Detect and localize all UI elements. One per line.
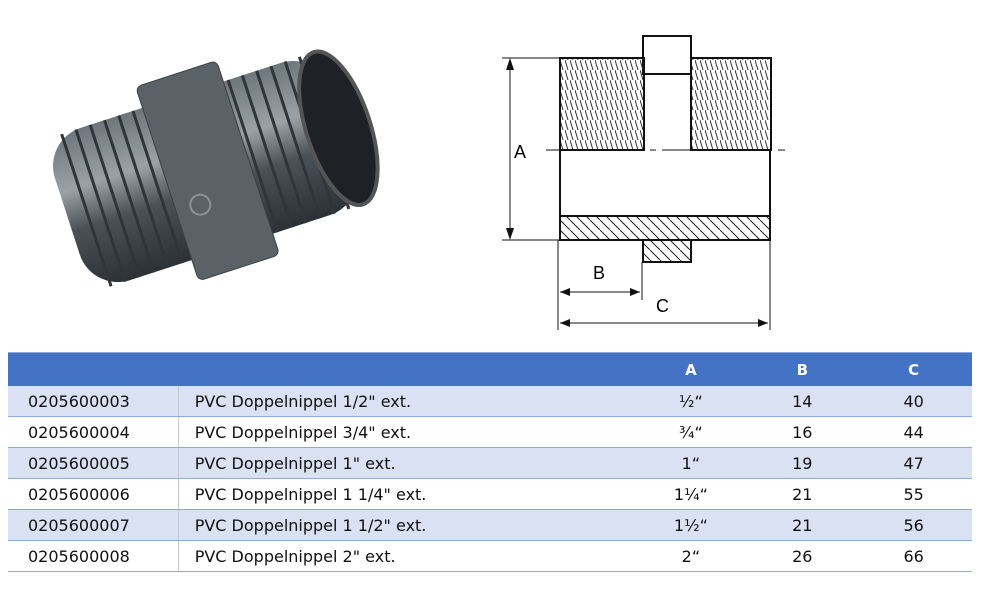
- cell-desc: PVC Doppelnippel 3/4" ext.: [178, 416, 633, 448]
- cell-c: 40: [855, 386, 972, 417]
- cell-a: 1“: [632, 447, 750, 479]
- cell-code: 0205600008: [8, 540, 179, 572]
- table-header-row: A B C: [8, 352, 972, 386]
- cell-code: 0205600003: [8, 386, 179, 417]
- cell-code: 0205600006: [8, 478, 179, 510]
- cell-desc: PVC Doppelnippel 1 1/2" ext.: [178, 509, 633, 541]
- dimension-label-a: A: [514, 142, 526, 162]
- cell-c: 56: [855, 509, 972, 541]
- cell-b: 19: [749, 447, 856, 479]
- cell-code: 0205600005: [8, 447, 179, 479]
- cell-code: 0205600004: [8, 416, 179, 448]
- cell-desc: PVC Doppelnippel 1 1/4" ext.: [178, 478, 633, 510]
- cell-b: 21: [749, 509, 856, 541]
- cell-c: 55: [855, 478, 972, 510]
- header-code: [8, 352, 179, 386]
- product-photo: [53, 49, 380, 287]
- cell-desc: PVC Doppelnippel 1/2" ext.: [178, 386, 633, 417]
- cell-b: 14: [749, 386, 856, 417]
- cell-c: 47: [855, 447, 972, 479]
- header-c: C: [855, 352, 972, 386]
- cell-a: 2“: [632, 540, 750, 572]
- cell-a: 1½“: [632, 509, 750, 541]
- cell-code: 0205600007: [8, 509, 179, 541]
- cell-desc: PVC Doppelnippel 1" ext.: [178, 447, 633, 479]
- header-b: B: [749, 352, 856, 386]
- dimension-label-c: C: [656, 296, 669, 316]
- cell-b: 16: [749, 416, 856, 448]
- cell-c: 44: [855, 416, 972, 448]
- cell-a: ½“: [632, 386, 750, 417]
- dimension-label-b: B: [593, 263, 605, 283]
- cell-b: 21: [749, 478, 856, 510]
- cell-desc: PVC Doppelnippel 2" ext.: [178, 540, 633, 572]
- cell-a: 1¼“: [632, 478, 750, 510]
- cell-c: 66: [855, 540, 972, 572]
- dimension-drawing: A B C: [502, 35, 785, 330]
- header-desc: [178, 352, 633, 386]
- header-a: A: [632, 352, 750, 386]
- cell-a: ¾“: [632, 416, 750, 448]
- cell-b: 26: [749, 540, 856, 572]
